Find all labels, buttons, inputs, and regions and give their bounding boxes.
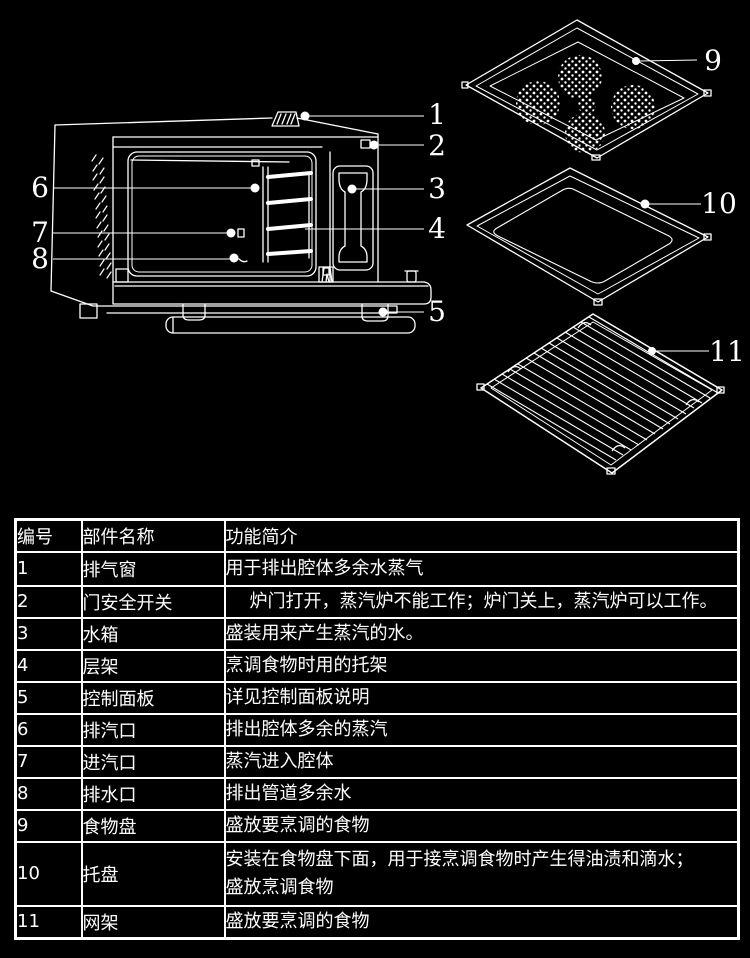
header-function: 功能简介 <box>223 518 740 553</box>
part-name-cell: 网架 <box>80 904 226 940</box>
desc-line: 炉门打开，蒸汽炉不能工作；炉门关上，蒸汽炉可以工作。 <box>249 590 718 612</box>
callout-dots <box>226 57 656 355</box>
table-row: 4 层架 烹调食物时用的托架 <box>14 648 740 683</box>
function-desc-cell: 排出腔体多余的蒸汽 <box>223 712 740 747</box>
exploded-parts-diagram: 1 2 3 4 5 6 7 8 9 10 11 <box>31 19 745 475</box>
callout-number: 2 <box>428 129 446 162</box>
table-row: 11 网架 盛放要烹调的食物 <box>14 904 740 940</box>
header-id: 编号 <box>14 518 83 553</box>
part-name-cell: 进汽口 <box>80 744 226 779</box>
function-desc-cell: 详见控制面板说明 <box>223 680 740 715</box>
row-id-cell: 9 <box>14 808 83 843</box>
header-part-name: 部件名称 <box>80 518 226 553</box>
function-desc-cell: 排出管道多余水 <box>223 776 740 811</box>
table-row: 10 托盘 安装在食物盘下面，用于接烹调食物时产生得油渍和滴水； 盛放烹调食物 <box>14 840 740 907</box>
function-desc-cell: 用于排出腔体多余水蒸气 <box>223 550 740 587</box>
callout-number: 3 <box>428 172 446 205</box>
shelf-rack <box>262 166 310 263</box>
function-desc-cell: 盛放要烹调的食物 <box>223 808 740 843</box>
diagram-svg: 1 2 3 4 5 6 7 8 9 10 11 <box>31 19 745 475</box>
row-id-cell: 2 <box>14 584 83 619</box>
table-row: 5 控制面板 详见控制面板说明 <box>14 680 740 715</box>
function-desc-cell: 蒸汽进入腔体 <box>223 744 740 779</box>
callout-number: 7 <box>31 216 49 249</box>
row-id-cell: 10 <box>14 840 83 907</box>
table-row: 6 排汽口 排出腔体多余的蒸汽 <box>14 712 740 747</box>
drip-tray-drawing <box>466 167 712 306</box>
food-tray-drawing <box>461 19 712 161</box>
function-desc-cell: 安装在食物盘下面，用于接烹调食物时产生得油渍和滴水； 盛放烹调食物 <box>223 840 740 907</box>
desc-line: 盛放烹调食物 <box>225 876 334 898</box>
part-name-cell: 控制面板 <box>80 680 226 715</box>
parts-table: 编号 部件名称 功能简介 1 排气窗 用于排出腔体多余水蒸气 2 门安全开关 炉… <box>14 518 740 940</box>
part-name-cell: 层架 <box>80 648 226 683</box>
desc-line: 蒸汽进入腔体 <box>225 750 334 772</box>
desc-line: 详见控制面板说明 <box>225 686 370 708</box>
row-id-cell: 5 <box>14 680 83 715</box>
part-name-cell: 门安全开关 <box>80 584 226 619</box>
desc-line: 排出腔体多余的蒸汽 <box>225 718 388 740</box>
callout-number: 9 <box>704 44 722 77</box>
table-row: 8 排水口 排出管道多余水 <box>14 776 740 811</box>
function-desc-cell: 盛装用来产生蒸汽的水。 <box>223 616 740 651</box>
row-id-cell: 3 <box>14 616 83 651</box>
table-row: 3 水箱 盛装用来产生蒸汽的水。 <box>14 616 740 651</box>
part-name-cell: 水箱 <box>80 616 226 651</box>
wire-rack-drawing <box>476 313 725 475</box>
desc-line: 排出管道多余水 <box>225 782 352 804</box>
function-desc-cell: 盛放要烹调的食物 <box>223 904 740 940</box>
table-row: 9 食物盘 盛放要烹调的食物 <box>14 808 740 843</box>
table-row: 7 进汽口 蒸汽进入腔体 <box>14 744 740 779</box>
callout-number: 11 <box>709 335 745 368</box>
part-name-cell: 托盘 <box>80 840 226 907</box>
control-panel <box>112 281 432 305</box>
side-louvers <box>91 154 112 279</box>
function-desc-cell: 烹调食物时用的托架 <box>223 648 740 683</box>
callout-number: 8 <box>31 242 49 275</box>
callout-numbers: 1 2 3 4 5 6 7 8 9 10 11 <box>31 44 745 368</box>
desc-line: 安装在食物盘下面，用于接烹调食物时产生得油渍和滴水； <box>225 848 694 870</box>
part-name-cell: 排气窗 <box>80 550 226 587</box>
function-desc-cell: 炉门打开，蒸汽炉不能工作；炉门关上，蒸汽炉可以工作。 <box>223 584 740 619</box>
water-tank <box>332 165 374 271</box>
perforation-clusters <box>516 55 655 153</box>
row-id-cell: 8 <box>14 776 83 811</box>
callout-number: 10 <box>701 187 737 220</box>
row-id-cell: 7 <box>14 744 83 779</box>
desc-line: 盛放要烹调的食物 <box>225 910 370 932</box>
part-name-cell: 食物盘 <box>80 808 226 843</box>
part-name-cell: 排汽口 <box>80 712 226 747</box>
desc-line: 盛放要烹调的食物 <box>225 814 370 836</box>
desc-line: 用于排出腔体多余水蒸气 <box>225 557 424 579</box>
steam-oven-drawing <box>50 111 432 334</box>
exhaust-vent <box>271 111 300 127</box>
callout-number: 6 <box>31 171 49 204</box>
callout-number: 1 <box>428 98 446 131</box>
part-name-cell: 排水口 <box>80 776 226 811</box>
table-row: 1 排气窗 用于排出腔体多余水蒸气 <box>14 550 740 587</box>
row-id-cell: 6 <box>14 712 83 747</box>
callout-lines <box>53 59 709 352</box>
table-header-row: 编号 部件名称 功能简介 <box>14 518 740 553</box>
row-id-cell: 11 <box>14 904 83 940</box>
desc-line: 盛装用来产生蒸汽的水。 <box>225 622 424 644</box>
table-row: 2 门安全开关 炉门打开，蒸汽炉不能工作；炉门关上，蒸汽炉可以工作。 <box>14 584 740 619</box>
desc-line: 烹调食物时用的托架 <box>225 654 388 676</box>
rack-wires <box>486 316 719 461</box>
callout-number: 4 <box>428 212 446 245</box>
oven-cavity <box>127 151 317 277</box>
row-id-cell: 1 <box>14 550 83 587</box>
row-id-cell: 4 <box>14 648 83 683</box>
callout-number: 5 <box>428 295 446 328</box>
